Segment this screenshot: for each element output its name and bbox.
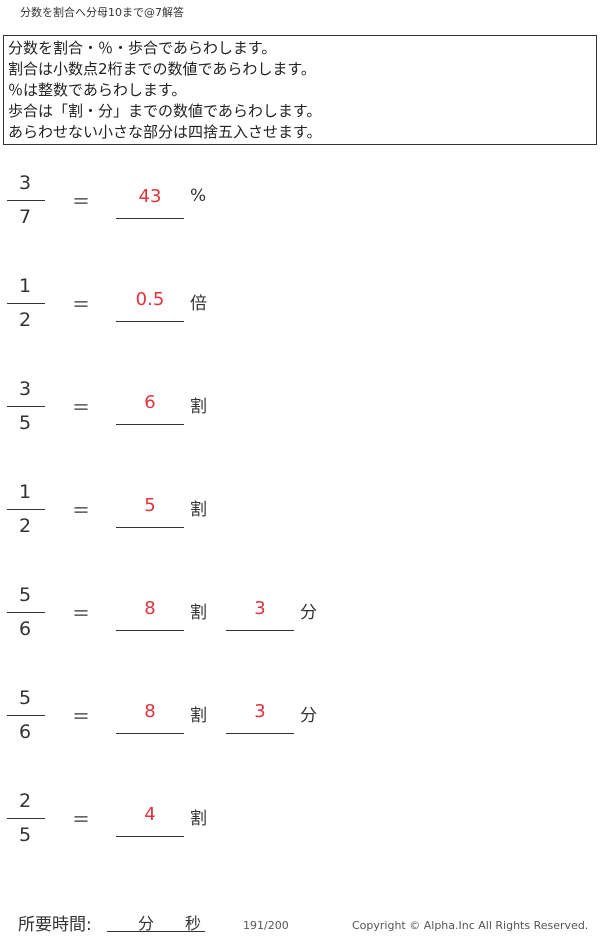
- problem-row: 3 5 ＝ 6 割: [0, 378, 600, 448]
- numerator: 5: [18, 584, 32, 606]
- answer-unit: 割: [190, 397, 207, 417]
- denominator: 6: [18, 721, 32, 743]
- answer-unit: 倍: [190, 294, 207, 314]
- numerator: 1: [18, 481, 32, 503]
- fraction-bar: [7, 200, 45, 201]
- copyright: Copyright © Alpha.Inc All Rights Reserve…: [352, 919, 589, 932]
- equals-sign: ＝: [72, 604, 90, 625]
- equals-sign: ＝: [72, 192, 90, 213]
- denominator: 5: [18, 412, 32, 434]
- numerator: 3: [18, 378, 32, 400]
- fraction-bar: [7, 509, 45, 510]
- answer-unit: 割: [190, 603, 207, 623]
- answer-value: 3: [254, 701, 266, 722]
- denominator: 6: [18, 618, 32, 640]
- equals-sign: ＝: [72, 501, 90, 522]
- problem-row: 2 5 ＝ 4 割: [0, 790, 600, 860]
- instruction-line: ％は整数であらわします。: [8, 81, 187, 99]
- numerator: 1: [18, 275, 32, 297]
- problem-row: 3 7 ＝ 43%: [0, 172, 600, 242]
- problem-row: 5 6 ＝ 8 割 3 分: [0, 687, 600, 757]
- denominator: 7: [18, 206, 32, 228]
- numerator: 3: [18, 172, 32, 194]
- answer-line: [116, 836, 184, 837]
- denominator: 5: [18, 824, 32, 846]
- fraction-bar: [7, 715, 45, 716]
- answer-value: 8: [144, 701, 156, 722]
- answer-value: 3: [254, 598, 266, 619]
- worksheet-title: 分数を割合へ分母10まで@7解答: [20, 6, 184, 19]
- answer-unit: %: [190, 186, 207, 206]
- problem-row: 1 2 ＝ 0.5 倍: [0, 275, 600, 345]
- instructions-box: 分数を割合・％・歩合であらわします。 割合は小数点2桁までの数値であらわします。…: [3, 35, 597, 145]
- denominator: 2: [18, 309, 32, 331]
- answer-unit: 分: [300, 603, 317, 623]
- answer-line: [226, 733, 294, 734]
- equals-sign: ＝: [72, 707, 90, 728]
- denominator: 2: [18, 515, 32, 537]
- answer-unit: 分: [300, 706, 317, 726]
- numerator: 5: [18, 687, 32, 709]
- answer-unit: 割: [190, 706, 207, 726]
- answer-unit: 割: [190, 500, 207, 520]
- answer-value: 8: [144, 598, 156, 619]
- problem-row: 5 6 ＝ 8 割 3 分: [0, 584, 600, 654]
- equals-sign: ＝: [72, 810, 90, 831]
- minutes-label: 分: [138, 914, 155, 933]
- instruction-line: 分数を割合・％・歩合であらわします。: [8, 39, 277, 57]
- fraction-bar: [7, 303, 45, 304]
- answer-value: 5: [144, 495, 156, 516]
- answer-line: [116, 733, 184, 734]
- answer-line: [116, 321, 184, 322]
- answer-line: [226, 630, 294, 631]
- answer-value: 4: [144, 804, 156, 825]
- page-number: 191/200: [243, 919, 289, 932]
- time-label: 所要時間:: [18, 915, 92, 935]
- answer-line: [116, 527, 184, 528]
- fraction-bar: [7, 612, 45, 613]
- answer-unit: 割: [190, 809, 207, 829]
- seconds-label: 秒: [185, 914, 202, 933]
- equals-sign: ＝: [72, 295, 90, 316]
- answer-value: 0.5: [135, 289, 165, 310]
- equals-sign: ＝: [72, 398, 90, 419]
- answer-value: 43: [138, 186, 162, 207]
- time-blank: [107, 909, 205, 932]
- answer-line: [116, 218, 184, 219]
- answer-line: [116, 630, 184, 631]
- instruction-line: 割合は小数点2桁までの数値であらわします。: [8, 60, 316, 78]
- answer-value: 6: [144, 392, 156, 413]
- answer-line: [116, 424, 184, 425]
- fraction-bar: [7, 406, 45, 407]
- numerator: 2: [18, 790, 32, 812]
- instruction-line: 歩合は「割・分」までの数値であらわします。: [8, 102, 322, 120]
- problem-row: 1 2 ＝ 5 割: [0, 481, 600, 551]
- fraction-bar: [7, 818, 45, 819]
- instruction-line: あらわせない小さな部分は四捨五入させます。: [8, 123, 322, 141]
